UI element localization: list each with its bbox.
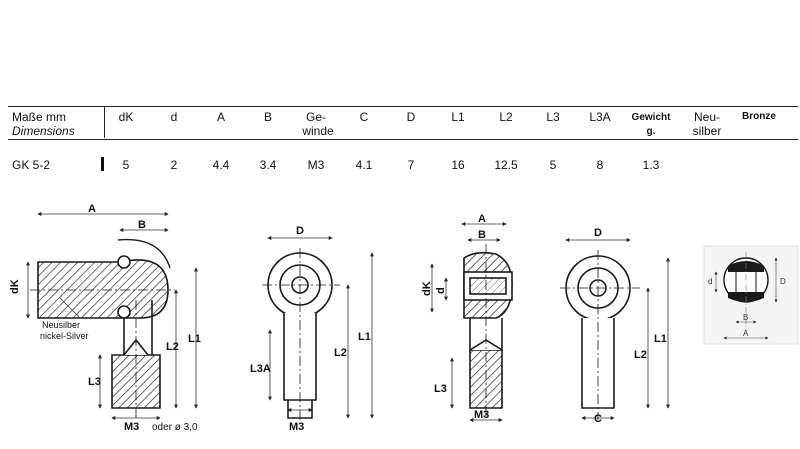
val-weight: 1.3 [642,158,660,172]
ball-label-b: B [743,313,748,322]
col-c: C [359,110,369,124]
table-header-rule [8,139,798,140]
col-gewinde-1: Ge- [305,110,327,124]
row-name: GK 5-2 [12,158,51,172]
col-bronze: Bronze [742,111,776,122]
front-label-m3: M3 [289,421,304,433]
section-label-d: d [435,287,447,294]
section-labels: A B dK d L3 M3 [421,213,489,421]
front-label-l3a: L3A [250,363,271,375]
col-l1: L1 [451,110,465,124]
ball-dimensions [714,257,778,340]
front-label-l2: L2 [334,347,347,359]
col-material-2: silber [692,124,722,138]
col-l2: L2 [499,110,513,124]
dimensions-label-de: Maße mm [12,110,66,124]
side-label-dk: dK [9,279,21,294]
front-label-l1: L1 [358,331,371,343]
val-l1: 16 [451,158,465,172]
side-label-l2: L2 [166,341,179,353]
section-label-m3: M3 [474,409,489,421]
ball-detail-drawing [703,245,799,345]
side-label-l3: L3 [88,376,101,388]
spec-table: Maße mm Dimensions dK d A B Ge- winde C … [0,0,800,180]
front-long-label-d: D [594,227,602,239]
side-label-a: A [88,203,96,215]
side-labels: A B dK L1 L2 L3 M3 oder ø 3,0 Neusilber … [9,203,201,433]
val-d: 2 [170,158,178,172]
col-material-1: Neu- [693,110,721,124]
front-dimensions [267,236,374,419]
val-c: 4.1 [355,158,373,172]
ball-label-a: A [743,329,749,338]
val-l3a: 8 [596,158,604,172]
col-l3: L3 [546,110,560,124]
front-long-drawing [560,250,640,420]
val-a: 4.4 [212,158,230,172]
section-label-a: A [478,213,486,225]
col-weight-2: g. [646,126,656,137]
side-label-material-en: nickel-Silver [40,331,89,341]
col-l3a: L3A [589,110,611,124]
row-marker [101,157,104,171]
side-label-m3: M3 [124,421,139,433]
section-label-dk: dK [421,281,433,296]
front-view-drawing [262,248,340,420]
col-a: A [216,110,226,124]
side-label-b: B [138,219,146,231]
front-long-label-l1: L1 [654,333,667,345]
val-dk: 5 [122,158,130,172]
table-divider [104,106,105,138]
side-label-material-de: Neusilber [42,320,80,330]
col-gewinde-2: winde [302,124,334,138]
val-l2: 12.5 [494,158,518,172]
col-weight-1: Gewicht [631,112,671,123]
front-labels: D L1 L2 L3A M3 [250,225,371,433]
ball-labels: d D B A [708,277,786,338]
front-long-labels: D L1 L2 C [594,227,667,425]
section-label-b: B [478,229,486,241]
val-gewinde: M3 [307,158,325,172]
ball-label-d-upper: D [780,277,786,286]
front-long-label-c: C [594,413,602,425]
side-section-drawing [30,238,175,418]
col-b: B [263,110,273,124]
front-long-dimensions [565,238,670,420]
table-top-rule [8,106,798,107]
val-l3: 5 [549,158,557,172]
section-dimensions [430,222,507,422]
front-long-label-l2: L2 [634,349,647,361]
col-d: d [170,110,178,124]
col-d-upper: D [406,110,416,124]
dimensions-label-en: Dimensions [12,124,75,138]
side-label-alt-thread: oder ø 3,0 [152,422,198,433]
val-b: 3.4 [259,158,277,172]
cross-section-drawing [463,244,513,418]
side-dimensions [26,212,198,420]
side-label-l1: L1 [188,333,201,345]
val-d-upper: 7 [407,158,415,172]
front-label-d: D [296,225,304,237]
ball-label-d: d [708,277,712,286]
section-label-l3: L3 [434,383,447,395]
col-dk: dK [118,110,134,124]
technical-drawings: A B dK L1 L2 L3 M3 oder ø 3,0 Neusilber … [9,203,799,433]
